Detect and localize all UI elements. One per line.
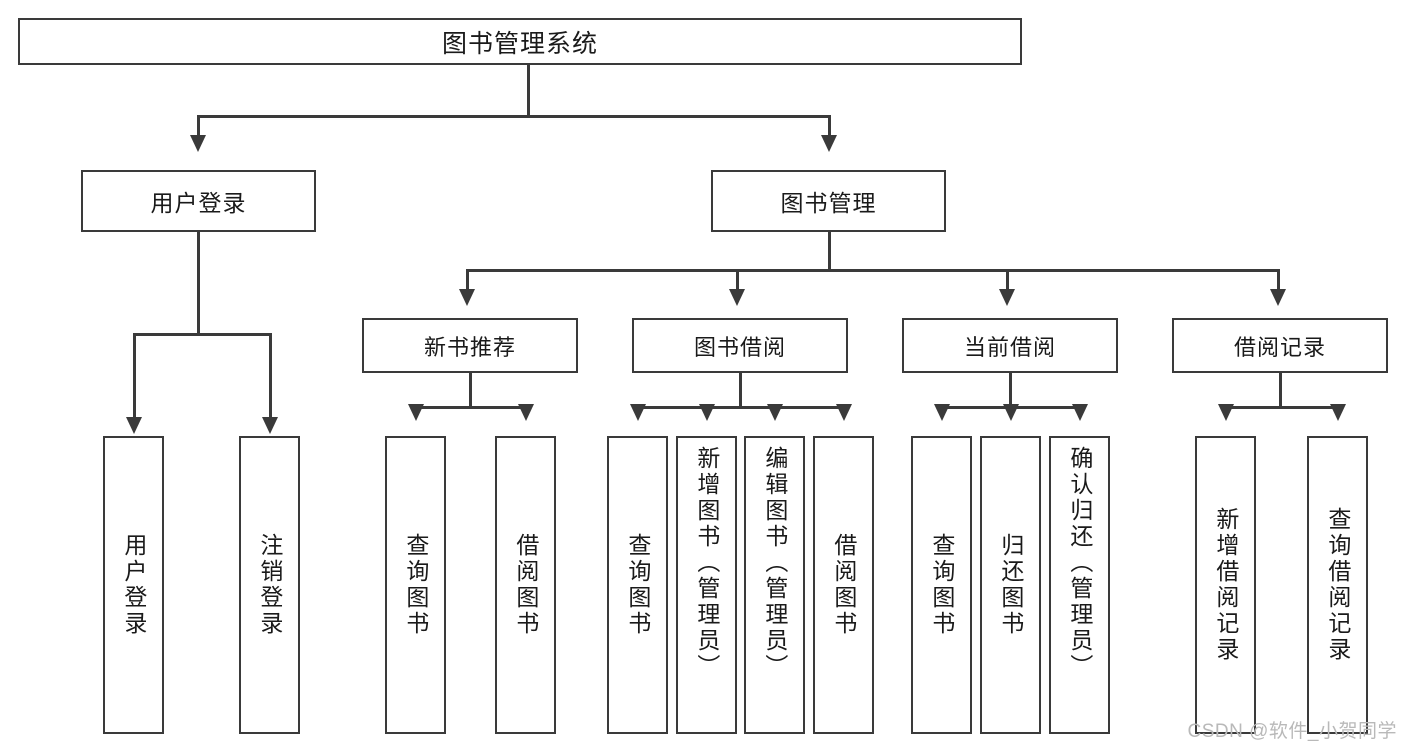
node-root-system[interactable]: 图书管理系统	[18, 18, 1022, 65]
node-new-book-recommend[interactable]: 新书推荐	[362, 318, 578, 373]
leaf-label: 查询图书	[928, 533, 955, 637]
connector-root-to-user-login	[197, 115, 200, 137]
arrow-root-to-user-login	[190, 135, 206, 152]
arrow-root-to-book-manage	[821, 135, 837, 152]
leaf-label: 注销登录	[256, 533, 283, 637]
leaf-label: 新增图书（管理员）	[693, 446, 720, 680]
arrow-to-current-borrow	[999, 289, 1015, 306]
leaf-query-book-recommend[interactable]: 查询图书	[385, 436, 446, 734]
leaf-user-login[interactable]: 用户登录	[103, 436, 164, 734]
leaf-add-borrow-record[interactable]: 新增借阅记录	[1195, 436, 1256, 734]
arrow-to-borrow-record	[1270, 289, 1286, 306]
leaf-add-book-admin[interactable]: 新增图书（管理员）	[676, 436, 737, 734]
leaf-query-book-current[interactable]: 查询图书	[911, 436, 972, 734]
connector-root-to-book-manage	[828, 115, 831, 137]
arrow-to-leaf-query-book-3	[934, 404, 950, 421]
arrow-to-leaf-confirm-return	[1072, 404, 1088, 421]
arrow-to-leaf-borrow-book-1	[518, 404, 534, 421]
arrow-to-leaf-borrow-book-2	[836, 404, 852, 421]
arrow-to-leaf-add-record	[1218, 404, 1234, 421]
connector-user-login-stem	[197, 232, 200, 336]
leaf-borrow-book-recommend[interactable]: 借阅图书	[495, 436, 556, 734]
arrow-to-book-borrow	[729, 289, 745, 306]
node-current-borrow[interactable]: 当前借阅	[902, 318, 1118, 373]
leaf-logout-login[interactable]: 注销登录	[239, 436, 300, 734]
leaf-label: 新增借阅记录	[1212, 507, 1239, 663]
arrow-to-leaf-edit-book	[767, 404, 783, 421]
connector-new-book-recommend-stem	[469, 373, 472, 409]
node-book-borrow[interactable]: 图书借阅	[632, 318, 848, 373]
leaf-query-book-borrow[interactable]: 查询图书	[607, 436, 668, 734]
leaf-label: 查询图书	[402, 533, 429, 637]
connector-new-book-recommend-bar	[415, 406, 526, 409]
leaf-label: 用户登录	[120, 533, 147, 637]
arrow-to-leaf-return-book	[1003, 404, 1019, 421]
connector-book-borrow-stem	[739, 373, 742, 409]
connector-user-login-child-1	[133, 333, 136, 419]
connector-book-manage-bar	[466, 269, 1280, 272]
connector-root-bar	[197, 115, 831, 118]
connector-root-stem	[527, 65, 530, 117]
leaf-label: 编辑图书（管理员）	[761, 446, 788, 680]
arrow-to-leaf-query-book-1	[408, 404, 424, 421]
connector-book-manage-child-1	[466, 269, 469, 291]
connector-current-borrow-stem	[1009, 373, 1012, 409]
arrow-to-leaf-logout	[262, 417, 278, 434]
connector-user-login-child-2	[269, 333, 272, 419]
leaf-confirm-return-admin[interactable]: 确认归还（管理员）	[1049, 436, 1110, 734]
connector-book-manage-child-3	[1006, 269, 1009, 291]
leaf-label: 查询图书	[624, 533, 651, 637]
node-book-manage[interactable]: 图书管理	[711, 170, 946, 232]
arrow-to-leaf-add-book	[699, 404, 715, 421]
leaf-borrow-book-borrow[interactable]: 借阅图书	[813, 436, 874, 734]
connector-user-login-bar	[133, 333, 272, 336]
arrow-to-leaf-user-login	[126, 417, 142, 434]
connector-book-borrow-bar	[636, 406, 845, 409]
node-user-login[interactable]: 用户登录	[81, 170, 316, 232]
leaf-label: 借阅图书	[830, 533, 857, 637]
arrow-to-leaf-query-book-2	[630, 404, 646, 421]
leaf-return-book[interactable]: 归还图书	[980, 436, 1041, 734]
leaf-label: 查询借阅记录	[1324, 507, 1351, 663]
leaf-label: 确认归还（管理员）	[1066, 446, 1093, 680]
arrow-to-leaf-query-record	[1330, 404, 1346, 421]
node-borrow-record[interactable]: 借阅记录	[1172, 318, 1388, 373]
connector-book-manage-child-2	[736, 269, 739, 291]
connector-book-manage-child-4	[1277, 269, 1280, 291]
connector-book-manage-stem	[828, 232, 831, 272]
leaf-label: 归还图书	[997, 533, 1024, 637]
connector-borrow-record-stem	[1279, 373, 1282, 409]
leaf-query-borrow-record[interactable]: 查询借阅记录	[1307, 436, 1368, 734]
arrow-to-new-book-recommend	[459, 289, 475, 306]
leaf-label: 借阅图书	[512, 533, 539, 637]
leaf-edit-book-admin[interactable]: 编辑图书（管理员）	[744, 436, 805, 734]
connector-borrow-record-bar	[1225, 406, 1337, 409]
